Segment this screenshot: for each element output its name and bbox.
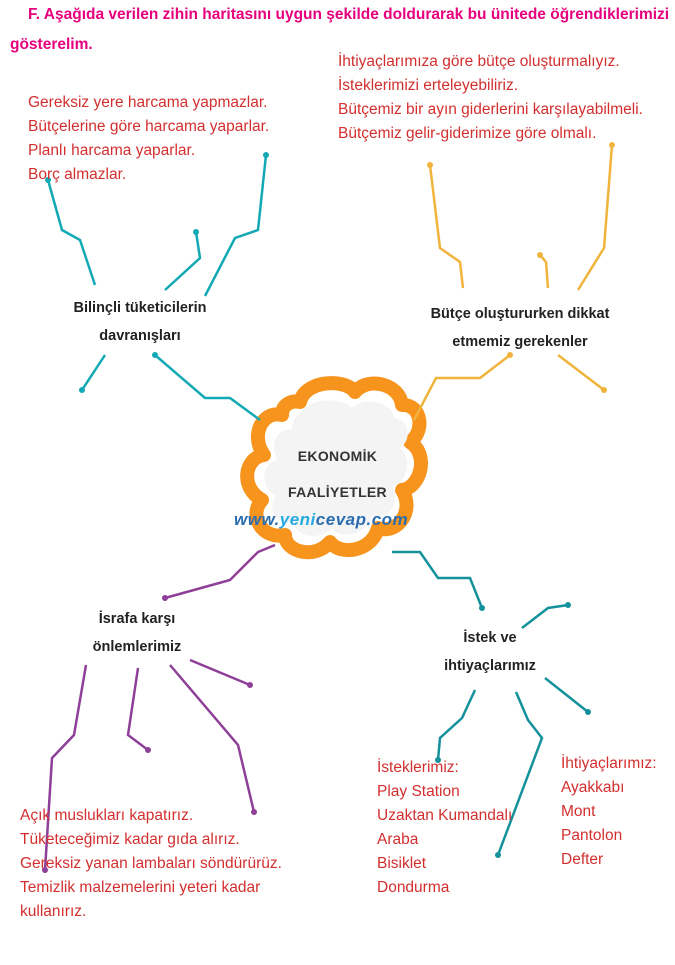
list-item: Bütçelerine göre harcama yaparlar.	[28, 118, 270, 135]
center-line-2: FAALİYETLER	[288, 484, 387, 500]
answers-butce: İhtiyaçlarımıza göre bütçe oluşturmalıyı…	[338, 50, 643, 146]
list-item: Uzaktan Kumandalı	[377, 807, 513, 824]
list-item: Bisiklet	[377, 855, 427, 872]
list-item: Pantolon	[561, 827, 623, 844]
answers-ihtiyaclar: İhtiyaçlarımız: Ayakkabı Mont Pantolon D…	[561, 752, 657, 872]
center-cloud-shape	[240, 376, 428, 560]
list-item: Açık muslukları kapatırız.	[20, 807, 194, 824]
exercise-title: F. Aşağıda verilen zihin haritasını uygu…	[10, 0, 670, 60]
node-israf: İsrafa karşı önlemlerimiz	[92, 611, 182, 655]
list-item: İhtiyaçlarımız:	[561, 755, 657, 772]
list-item: Araba	[377, 831, 419, 848]
list-item: İhtiyaçlarımıza göre bütçe oluşturmalıyı…	[338, 53, 620, 70]
watermark-logo: www.yenicevap.com	[234, 510, 409, 529]
list-item: Play Station	[377, 783, 460, 800]
list-item: Mont	[561, 803, 596, 820]
title-line-2: gösterelim.	[10, 36, 93, 53]
list-item: Bütçemiz gelir-giderimize göre olmalı.	[338, 125, 597, 142]
answers-bilincli: Gereksiz yere harcama yapmazlar. Bütçele…	[28, 91, 269, 187]
list-item: Dondurma	[377, 879, 450, 896]
center-topic: EKONOMİK FAALİYETLER	[270, 438, 405, 510]
list-item: Borç almazlar.	[28, 166, 127, 183]
list-item: Bütçemiz bir ayın giderlerini karşılayab…	[338, 101, 643, 118]
branch-istek	[392, 550, 589, 856]
list-item: Ayakkabı	[561, 779, 625, 796]
center-line-1: EKONOMİK	[297, 448, 378, 464]
node-istek-ihtiyac: İstek ve ihtiyaçlarımız	[444, 630, 536, 674]
branch-butce	[412, 144, 614, 421]
node-butce: Bütçe oluştururken dikkat etmemiz gereke…	[430, 306, 610, 350]
title-line-1: F. Aşağıda verilen zihin haritasını uygu…	[28, 6, 670, 23]
list-item: Defter	[561, 851, 604, 868]
node-bilincli-tuketiciler: Bilinçli tüketicilerin davranışları	[73, 300, 207, 344]
list-item: Temizlik malzemelerini yeteri kadar	[20, 879, 261, 896]
list-item: Tüketeceğimiz kadar gıda alırız.	[20, 831, 240, 848]
list-item: Planlı harcama yaparlar.	[28, 142, 196, 159]
list-item: İsteklerimiz:	[377, 759, 459, 776]
branch-bilincli	[46, 154, 268, 422]
branch-israf	[43, 543, 276, 871]
answers-israf: Açık muslukları kapatırız. Tüketeceğimiz…	[20, 804, 282, 924]
list-item: Gereksiz yanan lambaları söndürürüz.	[20, 855, 282, 872]
list-item: Gereksiz yere harcama yapmazlar.	[28, 94, 268, 111]
list-item: İsteklerimizi erteleyebiliriz.	[338, 77, 519, 94]
list-item: kullanırız.	[20, 903, 87, 920]
answers-istekler: İsteklerimiz: Play Station Uzaktan Kuman…	[377, 756, 512, 900]
